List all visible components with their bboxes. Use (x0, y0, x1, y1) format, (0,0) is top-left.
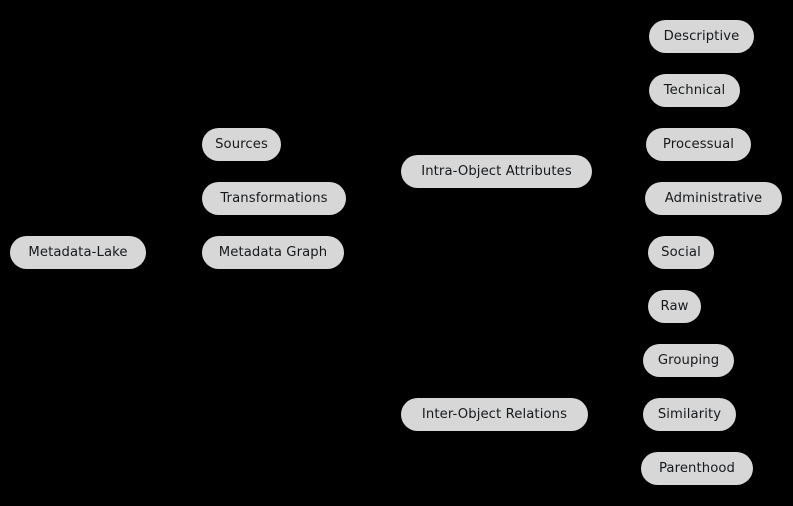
node-grouping[interactable]: Grouping (643, 344, 734, 377)
node-technical[interactable]: Technical (649, 74, 740, 107)
node-label: Administrative (664, 191, 763, 206)
node-label: Social (661, 245, 701, 260)
node-sources[interactable]: Sources (202, 128, 281, 161)
node-metadata-lake[interactable]: Metadata-Lake (10, 236, 146, 269)
node-label: Grouping (657, 353, 720, 368)
node-label: Processual (662, 137, 735, 152)
node-intra-object-attributes[interactable]: Intra-Object Attributes (401, 155, 592, 188)
node-label: Technical (663, 83, 726, 98)
node-label: Parenthood (658, 461, 736, 476)
node-transformations[interactable]: Transformations (202, 182, 346, 215)
node-processual[interactable]: Processual (646, 128, 751, 161)
node-label: Descriptive (663, 29, 740, 44)
node-label: Sources (215, 137, 268, 152)
node-label: Similarity (657, 407, 722, 422)
node-label: Metadata Graph (218, 245, 328, 260)
node-inter-object-relations[interactable]: Inter-Object Relations (401, 398, 588, 431)
node-descriptive[interactable]: Descriptive (649, 20, 754, 53)
node-social[interactable]: Social (648, 236, 714, 269)
node-raw[interactable]: Raw (648, 290, 701, 323)
node-similarity[interactable]: Similarity (643, 398, 736, 431)
node-label: Raw (660, 299, 689, 314)
node-label: Transformations (220, 191, 328, 206)
node-parenthood[interactable]: Parenthood (641, 452, 753, 485)
node-administrative[interactable]: Administrative (645, 182, 782, 215)
node-label: Metadata-Lake (28, 245, 128, 260)
node-label: Inter-Object Relations (421, 407, 568, 422)
node-label: Intra-Object Attributes (421, 164, 572, 179)
node-metadata-graph[interactable]: Metadata Graph (202, 236, 344, 269)
